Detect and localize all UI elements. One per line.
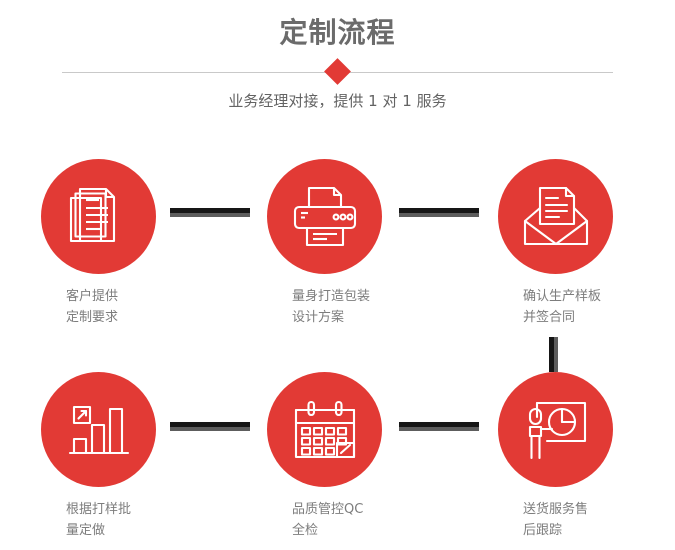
header-subtitle: 业务经理对接，提供 1 对 1 服务 — [228, 92, 447, 110]
step-4-icon-circle — [41, 372, 156, 487]
connector-step4-step5 — [170, 422, 250, 431]
printer-icon — [293, 186, 356, 246]
step-6-label: 送货服务售 后跟踪 — [523, 502, 589, 538]
step-4-label: 根据打样批 量定做 — [66, 502, 132, 538]
connector-step2-step3 — [399, 208, 479, 217]
connector-bar-gray — [170, 213, 250, 217]
connector-bar-dark — [399, 422, 479, 427]
step-5-icon-circle — [267, 372, 382, 487]
step-6-icon-circle — [498, 372, 613, 487]
connector-bar-gray — [554, 337, 558, 372]
connector-bar-dark — [170, 208, 250, 213]
diamond-marker-icon — [324, 58, 351, 85]
calendar-check-icon — [294, 400, 355, 458]
connector-step3-step6 — [549, 337, 558, 372]
connector-bar-gray — [170, 427, 250, 431]
page-title: 定制流程 — [279, 16, 396, 49]
connector-bar-gray — [399, 427, 479, 431]
envelope-document-icon — [523, 186, 588, 245]
step-1-icon-circle — [41, 159, 156, 274]
step-5-label: 品质管控QC 全检 — [292, 502, 364, 538]
step-3-label: 确认生产样板 并签合同 — [523, 289, 602, 325]
connector-step1-step2 — [170, 208, 250, 217]
connector-bar-dark — [170, 422, 250, 427]
step-1-label: 客户提供 定制要求 — [66, 289, 119, 325]
bar-chart-growth-icon — [68, 405, 129, 454]
connector-step5-step6 — [399, 422, 479, 431]
step-3-icon-circle — [498, 159, 613, 274]
step-2-label: 量身打造包装 设计方案 — [292, 289, 371, 325]
connector-bar-gray — [399, 213, 479, 217]
documents-stack-icon — [69, 187, 115, 242]
connector-bar-dark — [549, 337, 554, 372]
step-2-icon-circle — [267, 159, 382, 274]
connector-bar-dark — [399, 208, 479, 213]
header-block: 定制流程 业务经理对接，提供 1 对 1 服务 — [0, 0, 675, 130]
presenter-pie-chart-icon — [528, 401, 586, 459]
